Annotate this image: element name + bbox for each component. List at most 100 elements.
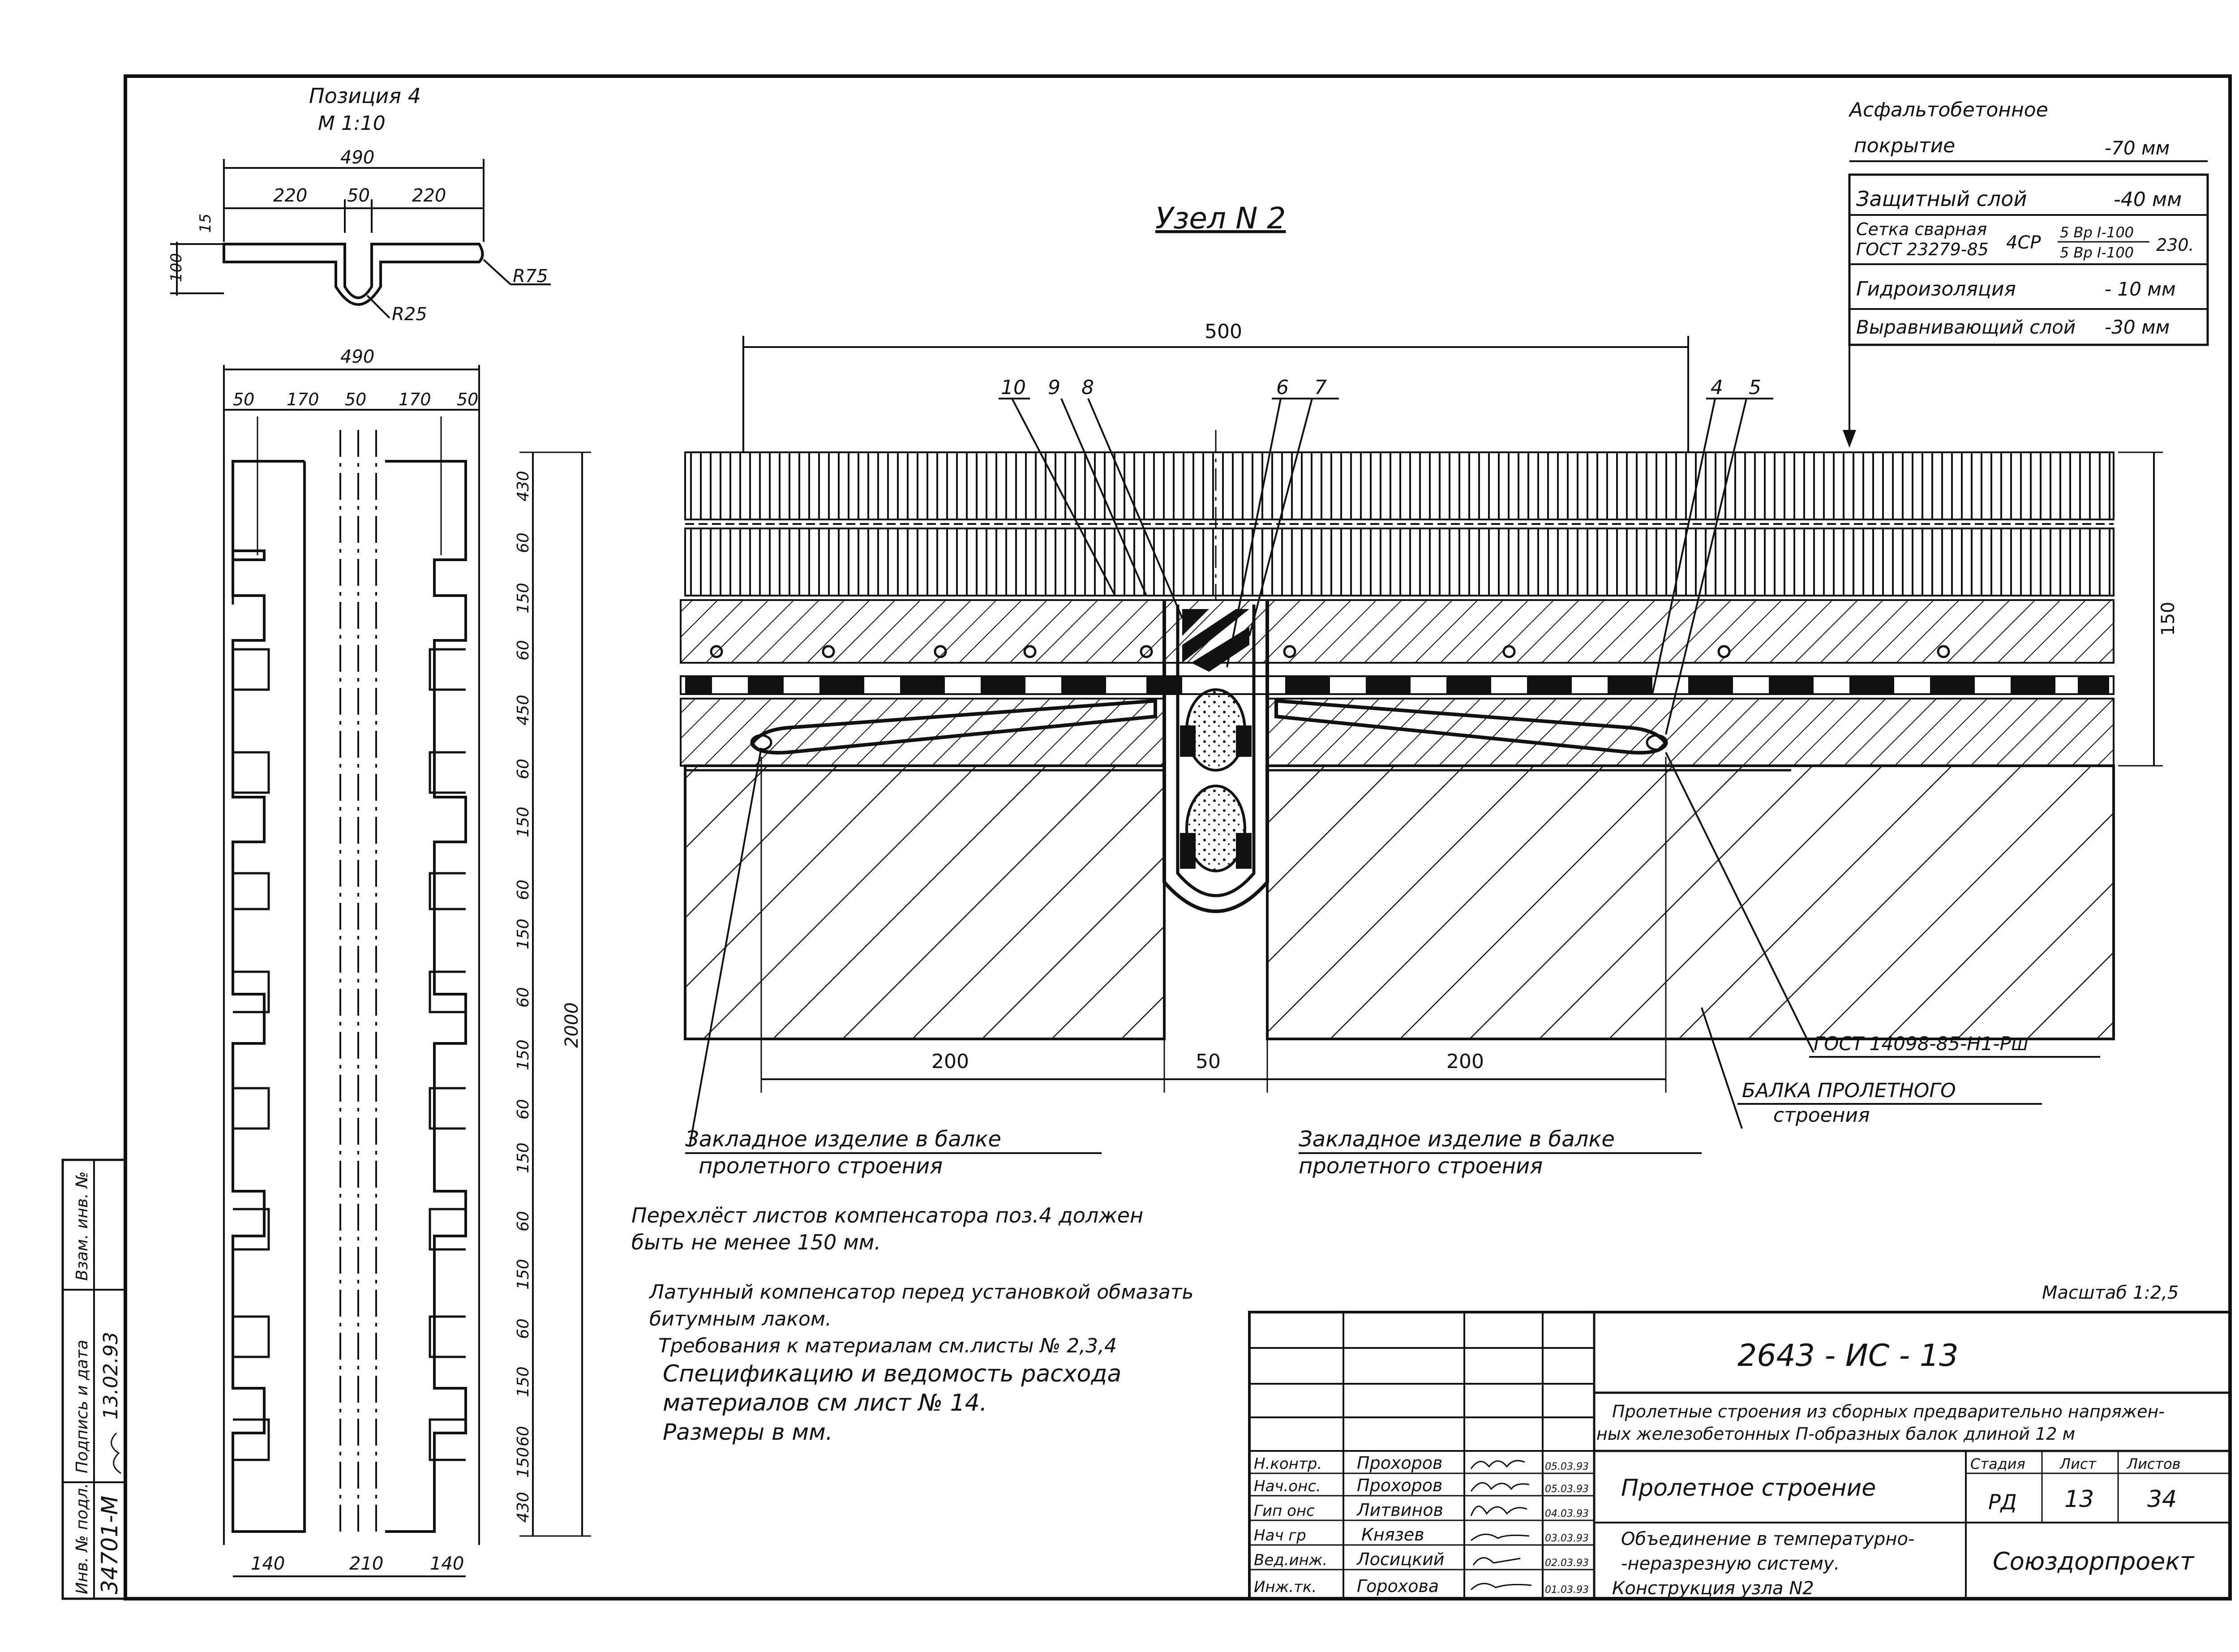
dim-50: 50 (1196, 1050, 1221, 1073)
seal-cord-lower (1185, 785, 1246, 872)
embed-left-2: пролетного строения (699, 1154, 943, 1179)
dim-top-right: 220 (412, 185, 446, 206)
expansion-gap (1162, 600, 1269, 913)
doc-title-2: ных железобетонных П-образных балок длин… (1596, 1424, 2075, 1444)
svg-text:150: 150 (514, 1259, 532, 1290)
comb-plate-left (232, 460, 305, 561)
stage-header: Стадия (1970, 1455, 2025, 1472)
beam-label-2: строения (1773, 1104, 1870, 1127)
desc-2: -неразрезную систему. (1621, 1553, 1840, 1574)
sheets-value: 34 (2147, 1486, 2177, 1513)
side-h3: Взам. инв. № (73, 1171, 91, 1281)
callout-leaders (999, 398, 1773, 735)
dim-100: 100 (167, 253, 185, 282)
svg-text:150: 150 (514, 583, 532, 614)
svg-text:Гип онс: Гип онс (1254, 1502, 1315, 1520)
layer-waterproof-name: Гидроизоляция (1856, 278, 2016, 300)
layer-mesh-name: Сетка сварная (1856, 219, 1987, 239)
svg-text:60: 60 (514, 1426, 532, 1446)
asphalt-top-layer (684, 451, 2115, 520)
layer-mesh-frac-top: 5 Вр I-100 (2060, 224, 2134, 241)
side-dimensions: 430 60 150 60 450 60 150 60 150 60 150 6… (514, 471, 532, 1523)
side-stamp: Инв. № подл. Подпись и дата Взам. инв. №… (61, 1159, 127, 1600)
dim-top-left: 220 (273, 185, 307, 206)
sheet-header: Лист (2059, 1455, 2097, 1472)
embed-right-1: Закладное изделие в балке (1299, 1127, 1615, 1152)
callout-6: 6 (1276, 376, 1289, 399)
embed-left-1: Закладное изделие в балке (685, 1127, 1001, 1152)
doc-code: 2643 - ИС - 13 (1737, 1338, 1958, 1373)
beam-left (684, 764, 1166, 1040)
layer-mesh-frac-bottom: 5 Вр I-100 (2060, 244, 2134, 261)
svg-text:60: 60 (514, 532, 532, 553)
layer-leveling-name: Выравнивающий слой (1856, 316, 2076, 338)
dim-top-mid: 50 (347, 185, 370, 206)
dim-500: 500 (1205, 320, 1242, 343)
side-h1: Инв. № подл. (73, 1483, 91, 1594)
dim-15: 15 (197, 214, 214, 233)
note-line-2: битумным лаком. (649, 1308, 832, 1330)
sheet-frame (124, 74, 2232, 1601)
layer-mesh-value: 4СР (2006, 232, 2041, 253)
svg-text:60: 60 (514, 640, 532, 661)
note-line-5: материалов см лист № 14. (663, 1390, 987, 1416)
callout-10: 10 (1001, 376, 1026, 399)
svg-text:02.03.93: 02.03.93 (1545, 1558, 1589, 1569)
svg-text:05.03.93: 05.03.93 (1545, 1461, 1589, 1472)
callout-8: 8 (1081, 376, 1094, 399)
compensator-profile (223, 243, 484, 306)
svg-text:60: 60 (514, 1211, 532, 1231)
svg-text:60: 60 (514, 1318, 532, 1339)
beam-label-1: БАЛКА ПРОЛЕТНОГО (1742, 1079, 1956, 1102)
asphalt-bottom-layer (684, 528, 2115, 596)
sheet-value: 13 (2064, 1486, 2094, 1513)
svg-text:430: 430 (514, 1492, 532, 1523)
gost-label: ГОСТ 14098-85-Н1-Рш (1814, 1033, 2028, 1055)
layer-leveling-value: -30 мм (2105, 316, 2170, 338)
side-v1: 34701-М (97, 1496, 123, 1594)
note-line-1: Латунный компенсатор перед установкой об… (648, 1281, 1193, 1304)
sheets-header: Листов (2127, 1455, 2181, 1472)
doc-title-1: Пролетные строения из сборных предварите… (1612, 1402, 2165, 1421)
leveling-layer-left (680, 698, 1165, 767)
svg-text:Литвинов: Литвинов (1356, 1500, 1443, 1520)
svg-text:Лосицкий: Лосицкий (1356, 1549, 1445, 1569)
svg-text:Горохова: Горохова (1357, 1576, 1439, 1596)
svg-text:60: 60 (514, 880, 532, 900)
svg-text:04.03.93: 04.03.93 (1545, 1508, 1589, 1519)
note-overlap-1: Перехлёст листов компенсатора поз.4 долж… (631, 1203, 1143, 1227)
svg-text:Н.контр.: Н.контр. (1254, 1455, 1322, 1473)
position-scale: М 1:10 (318, 112, 386, 135)
svg-text:60: 60 (514, 1099, 532, 1120)
waterproofing-dashes (685, 676, 2109, 694)
dim-plan-2: 170 (287, 390, 319, 409)
svg-text:Нач.онс.: Нач.онс. (1254, 1477, 1321, 1495)
callout-7: 7 (1314, 376, 1327, 399)
svg-text:150: 150 (514, 1039, 532, 1070)
svg-text:60: 60 (514, 987, 532, 1008)
gap-liner (1176, 605, 1256, 897)
position-title: Позиция 4 (309, 84, 421, 108)
layer-waterproof-value: - 10 мм (2105, 278, 2176, 300)
radius-r75: R75 (513, 266, 548, 287)
dim-plan-5: 50 (457, 390, 478, 409)
radius-r25: R25 (392, 304, 427, 325)
callout-9: 9 (1048, 376, 1060, 399)
signature-rows: Н.контр. Прохоров 05.03.93 Нач.онс. Прох… (1254, 1453, 1589, 1596)
scale-note: Масштаб 1:2,5 (2042, 1283, 2179, 1303)
protective-layer (680, 599, 2115, 664)
svg-text:03.03.93: 03.03.93 (1545, 1533, 1589, 1544)
callout-5: 5 (1749, 376, 1761, 399)
layer-asphalt-name: Асфальтобетонное (1848, 99, 2048, 121)
dim-plan-1: 50 (233, 390, 254, 409)
beam-right (1266, 764, 2115, 1040)
callout-4: 4 (1711, 376, 1723, 399)
svg-text:Вед.инж.: Вед.инж. (1254, 1551, 1327, 1569)
layer-mesh-name2: ГОСТ 23279-85 (1856, 240, 1989, 259)
note-overlap-2: быть не менее 150 мм. (631, 1230, 881, 1254)
svg-text:150: 150 (514, 1142, 532, 1173)
dim-bottom-3: 140 (430, 1553, 464, 1574)
svg-text:60: 60 (514, 759, 532, 779)
layer-protective-name: Защитный слой (1856, 187, 2027, 211)
svg-text:150: 150 (514, 918, 532, 949)
